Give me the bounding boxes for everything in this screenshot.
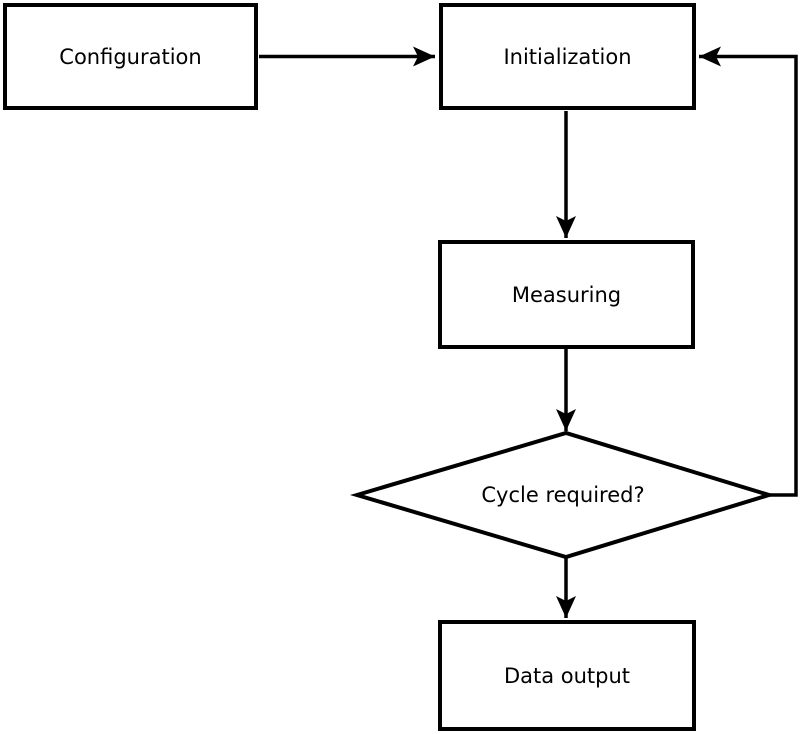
node-measuring-label: Measuring bbox=[511, 282, 622, 307]
node-data-output-label: Data output bbox=[503, 663, 631, 688]
node-data-output: Data output bbox=[438, 620, 696, 731]
node-initialization-label: Initialization bbox=[503, 44, 632, 69]
decision-diamond-shape bbox=[349, 430, 776, 560]
node-configuration-label: Configuration bbox=[59, 44, 202, 69]
node-measuring: Measuring bbox=[438, 240, 695, 349]
edge-cycle-required-to-initialization-feedback bbox=[699, 46, 798, 497]
node-configuration: Configuration bbox=[3, 3, 258, 110]
node-initialization: Initialization bbox=[439, 3, 696, 110]
